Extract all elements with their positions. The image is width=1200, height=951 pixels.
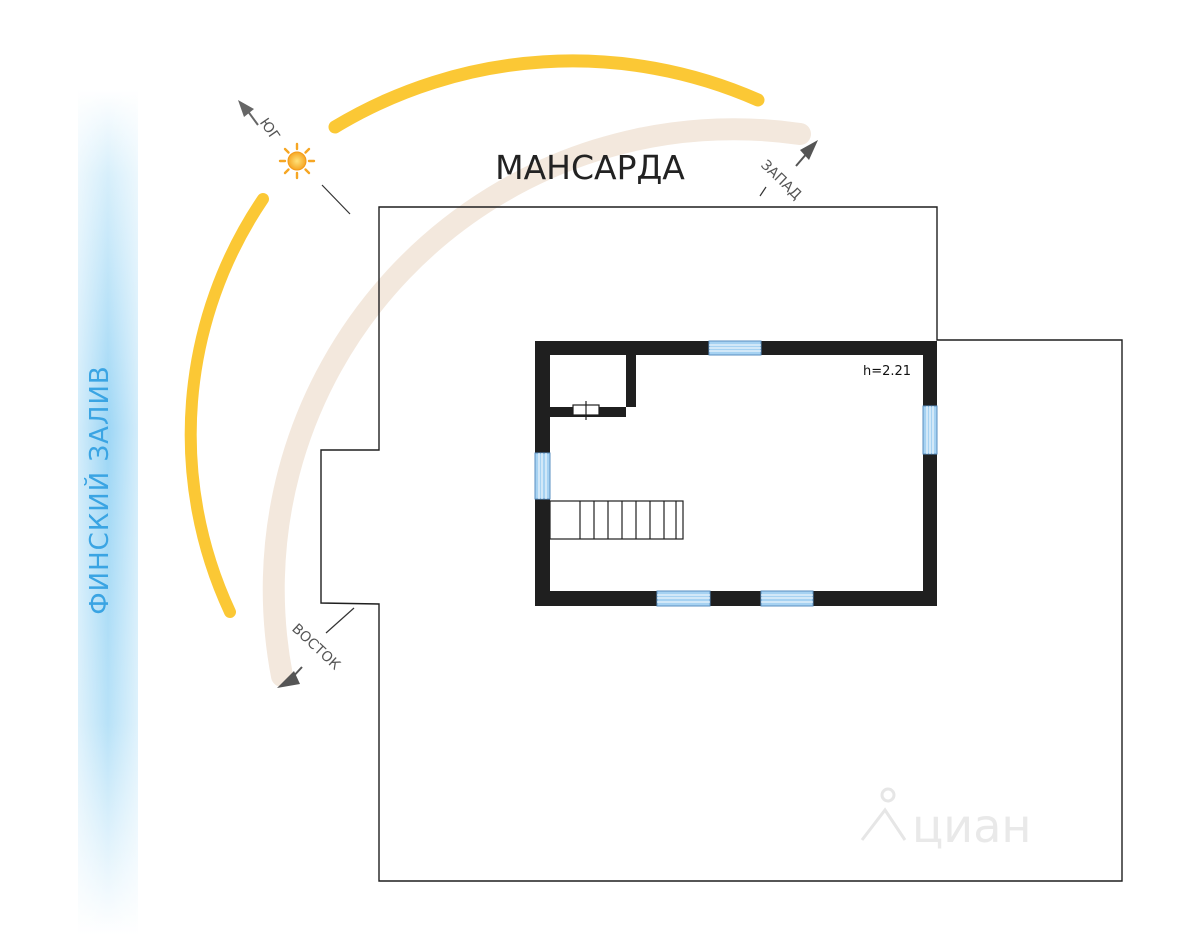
attic-walls <box>535 341 937 606</box>
window-top <box>708 340 762 356</box>
watermark: циан <box>860 787 1031 853</box>
watermark-text: циан <box>912 799 1031 853</box>
gulf-strip: ФИНСКИЙ ЗАЛИВ <box>78 90 138 935</box>
closet-marker <box>572 401 600 420</box>
south-arrow-head <box>238 100 254 117</box>
west-arrow-shaft <box>795 151 809 167</box>
closet-walls <box>550 355 636 417</box>
west-tick <box>759 186 767 197</box>
gulf-label: ФИНСКИЙ ЗАЛИВ <box>83 365 115 614</box>
south-label: ЮГ <box>256 115 283 144</box>
watermark-logo-icon <box>860 787 907 841</box>
window-right <box>922 405 938 455</box>
ceiling-height-label: h=2.21 <box>863 364 911 379</box>
east-tick <box>325 607 355 634</box>
staircase <box>549 500 684 540</box>
east-arrow-shaft <box>289 666 303 681</box>
window-bottom-right <box>760 590 814 607</box>
east-label: ВОСТОК <box>288 621 343 674</box>
window-bottom-left <box>656 590 711 607</box>
sun-path <box>184 54 818 688</box>
floor-title: МАНСАРДА <box>495 148 685 187</box>
window-left <box>534 452 551 500</box>
attic-room: h=2.21 <box>534 340 938 607</box>
building-outline <box>320 206 1123 882</box>
south-tick <box>321 184 351 215</box>
sun-icon <box>278 142 316 180</box>
